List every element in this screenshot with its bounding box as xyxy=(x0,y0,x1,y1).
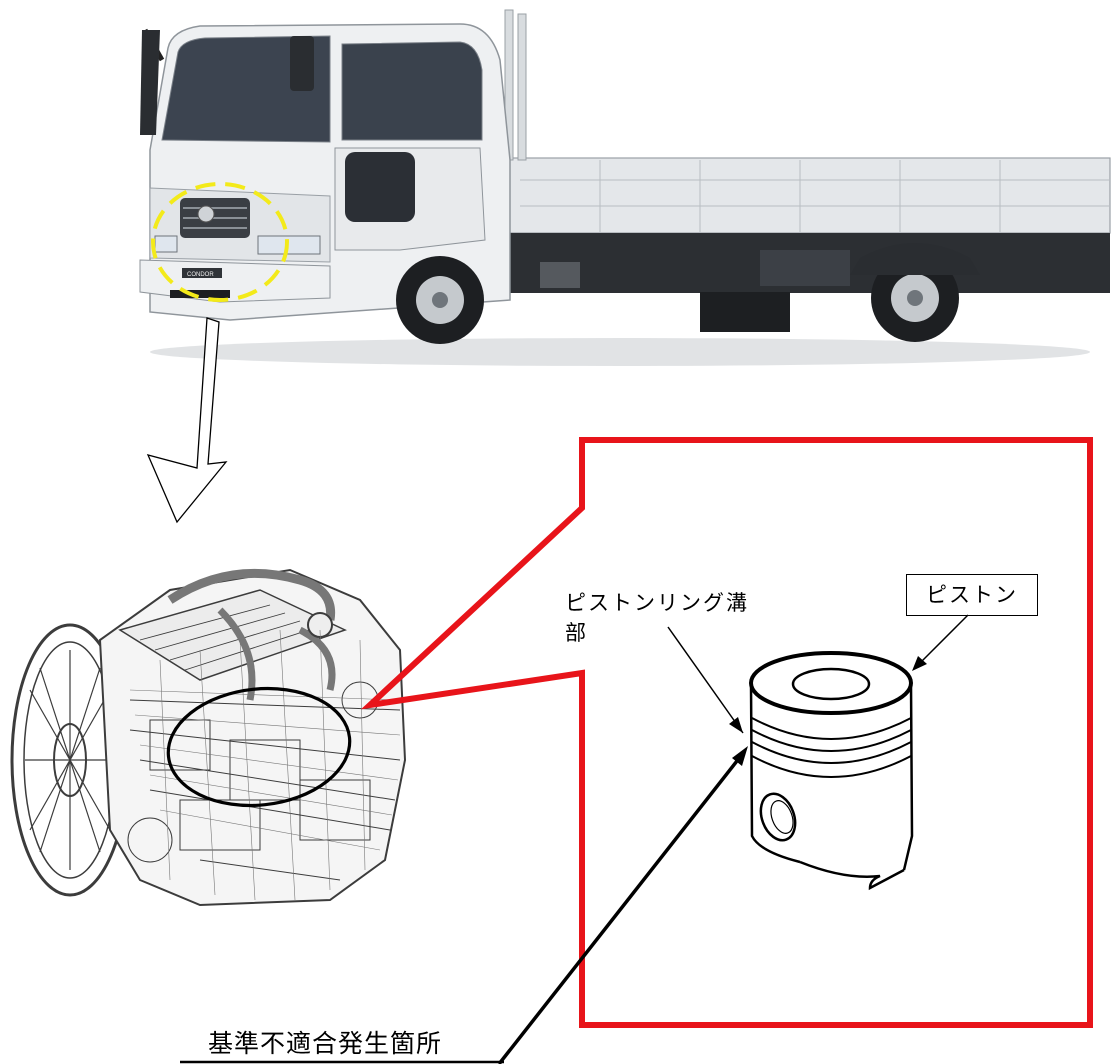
piston-ring-groove-label-line1: ピストンリング溝 xyxy=(565,591,749,615)
truck-image: CONDOR xyxy=(139,9,1111,366)
engine-highlight-ellipse xyxy=(166,686,352,808)
down-arrow xyxy=(146,317,228,524)
piston-ring-groove-label: ピストンリング溝 部 xyxy=(565,588,749,648)
highlight-circle xyxy=(151,182,289,302)
engine-image xyxy=(10,568,407,907)
defect-arrow xyxy=(497,746,748,1064)
piston-ring-groove-label-line2: 部 xyxy=(565,621,588,645)
callout-frame xyxy=(360,437,1093,1028)
piston-leader xyxy=(912,614,969,671)
groove-leader xyxy=(667,626,744,734)
truck-badge: CONDOR xyxy=(187,272,214,278)
piston-label: ピストン xyxy=(906,574,1038,616)
piston-drawing xyxy=(749,651,914,891)
piston-label-text: ピストン xyxy=(926,583,1018,607)
defect-location-label: 基準不適合発生箇所 xyxy=(208,1029,443,1058)
